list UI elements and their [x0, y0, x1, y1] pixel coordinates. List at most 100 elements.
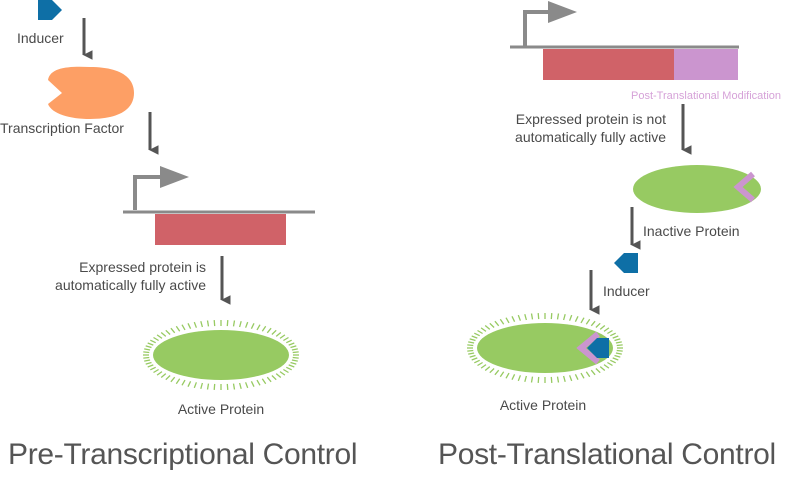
- ptm-site-icon: [733, 171, 755, 203]
- activity-ray: [511, 374, 516, 380]
- ptm-gene-segment: [674, 49, 738, 80]
- activity-ray: [568, 375, 573, 382]
- activity-ray: [474, 359, 480, 364]
- activity-ray: [550, 376, 553, 383]
- activity-rays: [467, 313, 623, 383]
- activity-ray: [292, 351, 299, 354]
- active-protein: [153, 330, 289, 380]
- activity-ray: [524, 375, 528, 382]
- activity-ray: [226, 320, 229, 327]
- activity-ray: [256, 324, 261, 331]
- activity-ray: [477, 329, 483, 335]
- activity-ray: [590, 320, 596, 327]
- inactive-protein: [633, 165, 761, 213]
- activity-ray: [145, 361, 152, 365]
- activity-ray: [160, 373, 167, 378]
- ptm-site-icon: [576, 331, 600, 365]
- inducer-icon: [38, 0, 62, 20]
- activity-ray: [599, 366, 606, 371]
- activity-ray: [266, 327, 272, 334]
- activity-ray: [256, 379, 261, 386]
- activity-ray: [153, 368, 159, 374]
- activity-ray: [505, 317, 510, 324]
- activity-ray: [288, 364, 295, 368]
- activity-ray: [610, 359, 616, 364]
- activity-ray: [165, 329, 171, 335]
- activity-ray: [471, 335, 478, 339]
- activity-ray: [616, 344, 623, 347]
- activity-ray: [279, 371, 286, 376]
- activity-ray: [477, 361, 483, 367]
- activity-ray: [467, 344, 474, 347]
- activity-ray: [599, 325, 606, 330]
- transcription-factor-icon: [48, 66, 134, 119]
- activity-ray: [156, 371, 163, 376]
- promoter-arrow-icon: [133, 175, 163, 210]
- activity-ray: [170, 327, 176, 334]
- promoter-arrow-icon: [523, 10, 551, 48]
- activity-ray: [580, 317, 585, 324]
- activity-ray: [165, 375, 171, 381]
- activity-ray: [616, 349, 623, 352]
- activity-ray: [156, 334, 163, 339]
- activity-ray: [147, 364, 154, 368]
- activity-ray: [288, 342, 295, 346]
- activity-ray: [474, 332, 480, 337]
- activity-ray: [517, 314, 522, 321]
- activity-ray: [291, 348, 298, 351]
- active-protein-label: Active Protein: [177, 401, 265, 417]
- expressed-protein-line: Expressed protein is not: [515, 111, 666, 127]
- activity-ray: [232, 383, 236, 390]
- activity-ray: [286, 339, 292, 344]
- activity-ray: [283, 336, 289, 342]
- activity-ray: [175, 378, 181, 385]
- activity-ray: [603, 327, 610, 332]
- expressed-protein-line: Expressed protein is: [79, 259, 206, 275]
- activity-ray: [612, 335, 619, 339]
- activity-ray: [193, 321, 198, 328]
- activity-ray: [266, 376, 272, 383]
- activity-ray: [574, 316, 579, 322]
- activity-ray: [193, 382, 198, 389]
- activity-ray: [469, 338, 476, 342]
- activity-ray: [524, 314, 528, 321]
- activity-ray: [170, 376, 176, 383]
- activity-ray: [607, 361, 613, 367]
- activity-ray: [244, 321, 249, 328]
- activity-ray: [187, 323, 192, 329]
- activity-ray: [480, 327, 487, 332]
- bound-inducer-icon: [587, 338, 609, 358]
- activity-ray: [574, 374, 579, 380]
- activity-ray: [206, 383, 210, 390]
- activity-ray: [556, 313, 560, 320]
- activity-ray: [556, 376, 560, 383]
- activity-ray: [484, 366, 491, 371]
- activity-ray: [484, 325, 491, 330]
- activity-ray: [226, 383, 229, 390]
- activity-ray: [607, 329, 613, 335]
- activity-ray: [562, 375, 566, 382]
- activity-ray: [150, 366, 156, 371]
- activity-ray: [187, 381, 192, 387]
- activity-ray: [144, 359, 151, 362]
- activity-ray: [580, 372, 585, 379]
- activity-ray: [147, 342, 154, 346]
- activity-ray: [615, 341, 622, 344]
- activity-ray: [181, 324, 186, 331]
- activity-ray: [143, 351, 150, 354]
- activity-ray: [530, 313, 534, 320]
- activity-ray: [568, 314, 573, 321]
- activity-ray: [145, 345, 152, 349]
- activity-ray: [181, 379, 186, 386]
- active-protein-label: Active Protein: [499, 397, 587, 413]
- activity-ray: [595, 368, 601, 374]
- activity-ray: [153, 336, 159, 342]
- activity-ray: [468, 341, 475, 344]
- activity-ray: [494, 369, 500, 376]
- activity-ray: [275, 332, 282, 337]
- activity-ray: [200, 321, 204, 328]
- inactive-protein-label: Inactive Protein: [643, 223, 740, 239]
- activity-ray: [279, 334, 286, 339]
- activity-ray: [144, 348, 151, 351]
